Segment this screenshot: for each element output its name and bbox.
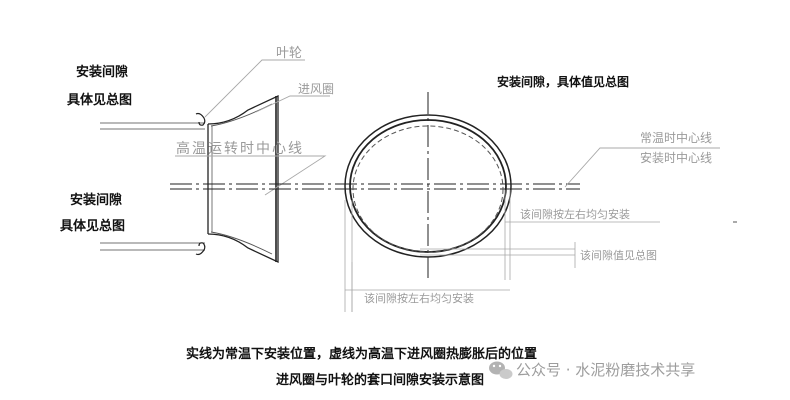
gap-label-right-top: 安装间隙，具体值见总图: [497, 74, 629, 89]
inlet-ring-label: 进风圈: [298, 82, 334, 96]
gap-even-right-label: 该间隙按左右均匀安装: [520, 207, 630, 221]
gap-value-label: 该间隙值见总图: [580, 248, 657, 262]
gap-label-left-bottom-1: 安装间隙: [70, 192, 122, 208]
hot-centerline-label: 高温运转时中心线: [176, 140, 304, 157]
impeller-circle: [344, 114, 512, 258]
hot-centerline-leader: [175, 155, 327, 196]
impeller-leader: [204, 59, 305, 118]
watermark-text: 公众号 · 水泥粉磨技术共享: [516, 361, 695, 379]
inlet-ring-inner: [210, 103, 273, 255]
caption-line-1: 实线为常温下安装位置，虚线为高温下进风圈热膨胀后的位置: [186, 346, 537, 362]
normal-centerline-leader: [564, 147, 720, 188]
gap-even-bottom-label: 该间隙按左右均匀安装: [364, 291, 474, 305]
impeller-lip-top: [195, 112, 206, 126]
gap-label-left-bottom-2: 具体见总图: [60, 218, 125, 234]
caption-line-2: 进风圈与叶轮的套口间隙安装示意图: [276, 372, 484, 388]
impeller-label: 叶轮: [276, 46, 302, 61]
inlet-ring-circle-hot: [352, 125, 504, 253]
wechat-icon: [489, 361, 513, 379]
inlet-ring-outline: [207, 94, 279, 264]
normal-centerline-label-1: 常温时中心线: [640, 130, 712, 145]
inlet-ring-leader: [255, 95, 330, 113]
gap-label-left-top-1: 安装间隙: [76, 64, 128, 80]
normal-centerline-label-2: 安装时中心线: [640, 150, 712, 165]
gap-label-left-top-2: 具体见总图: [67, 92, 132, 108]
impeller-lip-bottom: [195, 242, 206, 256]
